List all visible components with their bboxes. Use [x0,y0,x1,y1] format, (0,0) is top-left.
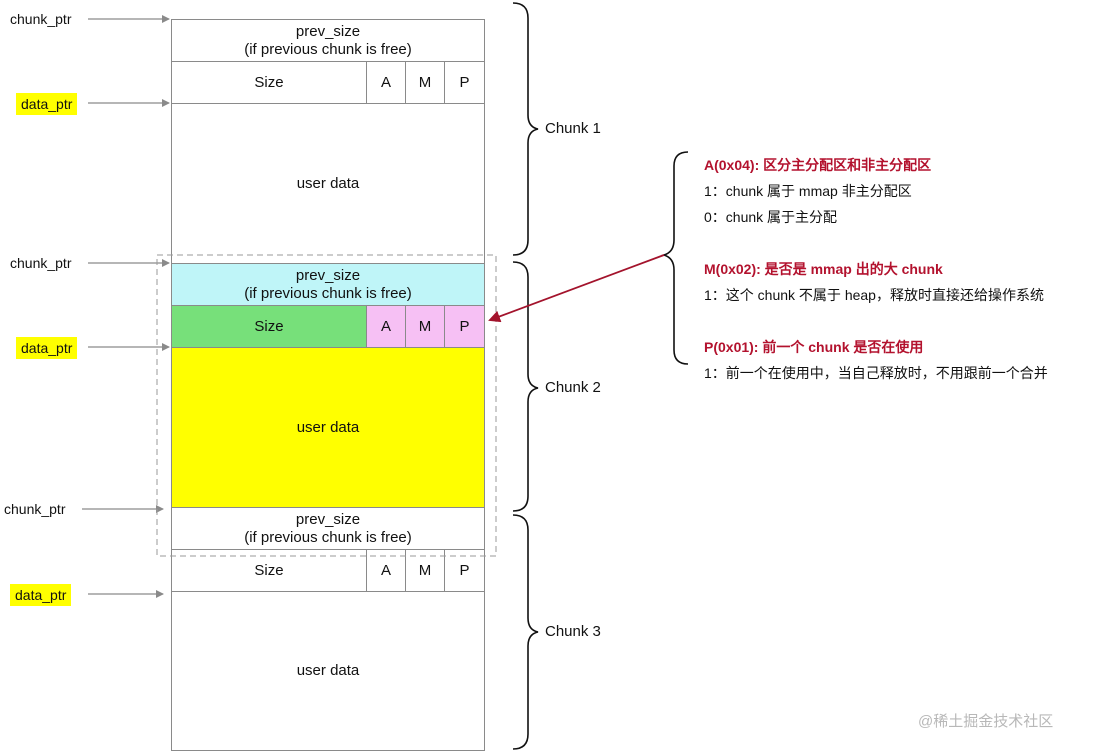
note-a-title: A(0x04): 区分主分配区和非主分配区 [704,157,932,173]
size-label: Size [254,73,284,91]
note-p-line1: 1：前一个在使用中，当自己释放时，不用跟前一个合并 [704,365,1048,381]
prev-size-note: (if previous chunk is free) [244,284,412,302]
data-ptr-label-1: data_ptr [16,93,78,115]
flag-m-label: M [418,317,432,335]
chunk2-prev-size: prev_size (if previous chunk is free) [171,263,485,306]
user-data-label: user data [296,662,360,679]
note-p-title: P(0x01): 前一个 chunk 是否在使用 [704,339,924,355]
chunk-ptr-label-2: chunk_ptr [10,255,72,271]
note-m-line1: 1：这个 chunk 不属于 heap，释放时直接还给操作系统 [704,287,1044,303]
flag-explanation-arrow [488,254,665,323]
note-m-title: M(0x02): 是否是 mmap 出的大 chunk [704,261,943,277]
flag-m-label: M [418,561,432,579]
prev-size-label: prev_size [295,266,361,284]
brace-chunk-2 [512,261,539,512]
brace-notes [661,151,689,365]
chunk2-user-data: user data [171,347,485,508]
user-data-label: user data [296,418,360,436]
flag-p-label: P [459,317,470,335]
flag-a-label: A [380,73,391,91]
chunk3-user-data: user data [171,591,485,751]
flag-a-label: A [380,561,391,579]
chunk2-flag-a: A [366,305,406,348]
chunk-ptr-label-1: chunk_ptr [10,11,72,27]
flag-m-label: M [418,73,432,91]
prev-size-label: prev_size [295,22,361,40]
flag-p-label: P [459,73,470,91]
size-label: Size [254,561,284,579]
chunk2-dashed-frame [156,254,497,557]
chunk3-prev-size: prev_size (if previous chunk is free) [171,507,485,550]
flag-p-label: P [459,561,470,579]
prev-size-label: prev_size [295,510,361,528]
data-ptr-label-3: data_ptr [10,584,72,606]
size-label: Size [254,317,284,335]
watermark: @稀土掘金技术社区 [918,713,1054,730]
chunk-label-2: Chunk 2 [545,379,601,396]
note-a-line1: 1：chunk 属于 mmap 非主分配区 [704,183,912,199]
chunk-ptr-label-3: chunk_ptr [4,501,66,517]
data-ptr-label-2: data_ptr [16,337,78,359]
chunk-label-1: Chunk 1 [545,120,601,137]
prev-size-note: (if previous chunk is free) [244,40,412,58]
note-a-line2: 0：chunk 属于主分配 [704,209,838,225]
prev-size-note: (if previous chunk is free) [244,528,412,546]
user-data-label: user data [296,174,360,192]
flag-a-label: A [380,317,391,335]
brace-chunk-3 [512,514,539,750]
brace-chunk-1 [512,2,539,256]
chunk-label-3: Chunk 3 [545,623,601,640]
chunk2-size: Size [171,305,367,348]
